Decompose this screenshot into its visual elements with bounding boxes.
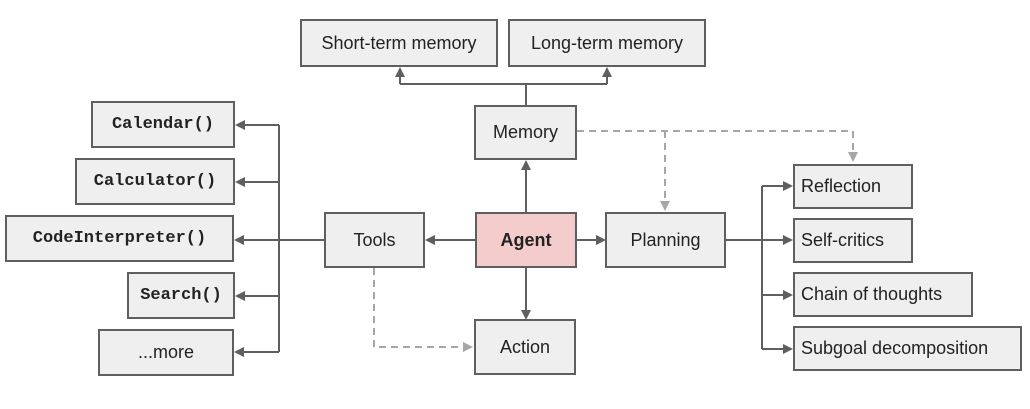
calendar-tool-node: Calendar() <box>91 101 235 148</box>
chain-of-thoughts-node: Chain of thoughts <box>793 272 973 317</box>
search-tool-node: Search() <box>127 272 235 319</box>
memory-node: Memory <box>474 105 577 160</box>
dashed-tools-to-action <box>373 268 473 352</box>
more-tools-node: ...more <box>98 329 234 376</box>
dashed-memory-to-reflection <box>577 130 858 162</box>
tools-node: Tools <box>324 212 425 268</box>
self-critics-node: Self-critics <box>793 218 913 263</box>
reflection-node: Reflection <box>793 164 913 209</box>
agent-node: Agent <box>475 212 577 268</box>
code-interpreter-tool-node: CodeInterpreter() <box>5 215 234 262</box>
calculator-tool-node: Calculator() <box>75 158 235 205</box>
subgoal-decomposition-node: Subgoal decomposition <box>793 326 1022 371</box>
long-term-memory-node: Long-term memory <box>508 19 706 67</box>
action-node: Action <box>474 319 576 375</box>
planning-node: Planning <box>605 212 726 268</box>
short-term-memory-node: Short-term memory <box>300 19 498 67</box>
